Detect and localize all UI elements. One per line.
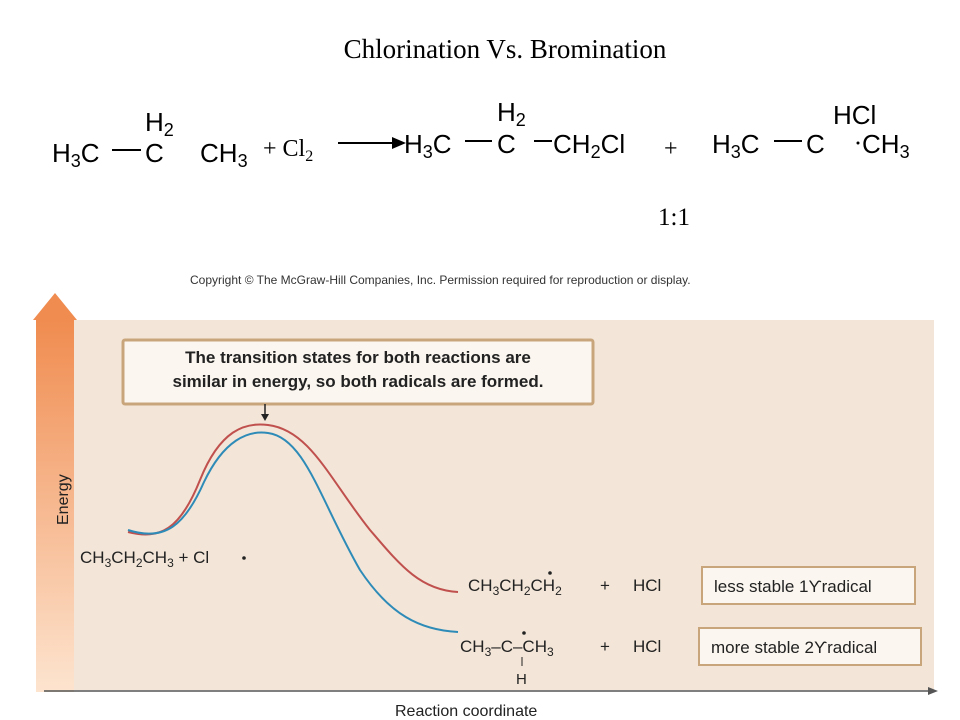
primary-hcl: HCl: [633, 576, 661, 595]
product-2-chloropropane: H3C HCl C CH3: [712, 100, 910, 162]
secondary-radical-box: [698, 627, 922, 666]
y-axis-label: Energy: [55, 474, 72, 525]
callout-line-1: The transition states for both reactions…: [185, 348, 531, 367]
callout-line-2: similar in energy, so both radicals are …: [173, 372, 544, 391]
product-ratio: 1:1: [658, 204, 690, 231]
product1-ch2cl: CH2Cl: [553, 129, 625, 162]
product2-hcl: HCl: [833, 100, 876, 130]
energy-axis-arrow-icon: [33, 293, 77, 692]
secondary-radical-text: more stable 2ϒradical: [711, 638, 877, 657]
secondary-product-label: CH3–C–CH3 H + HCl: [460, 631, 661, 688]
reactants-label: CH3CH2CH3 + Cl: [80, 548, 209, 570]
primary-radical-box: [701, 566, 916, 605]
svg-text:CH3–C–CH3: CH3–C–CH3: [460, 637, 554, 659]
secondary-h: H: [516, 671, 527, 688]
secondary-radical-curve: [127, 431, 459, 633]
reaction-arrow-icon: [338, 137, 406, 149]
product2-center-c: C: [806, 129, 825, 159]
x-axis-arrow-icon: [928, 687, 938, 695]
product1-center-c: C: [497, 129, 516, 159]
secondary-plus: +: [600, 637, 610, 656]
products-plus: +: [664, 136, 678, 162]
primary-plus: +: [600, 576, 610, 595]
callout-pointer-icon: [261, 414, 269, 421]
x-axis-label: Reaction coordinate: [395, 703, 537, 720]
slide-title: Chlorination Vs. Bromination: [343, 34, 667, 64]
secondary-hcl: HCl: [633, 637, 661, 656]
product2-h3c: H3C: [712, 129, 760, 162]
primary-radical-text: less stable 1ϒradical: [714, 577, 872, 596]
product-1-chloropropane: H3C H2 C CH2Cl: [404, 97, 625, 162]
reactant-center-c: C: [145, 138, 164, 168]
reactant-propane: H3C H2 C CH3: [52, 107, 248, 171]
primary-radical-curve: [127, 423, 459, 593]
reagent-cl2: + Cl2: [263, 136, 313, 165]
primary-product-label: CH3CH2CH2 + HCl: [468, 571, 661, 598]
svg-text:CH3CH2CH2: CH3CH2CH2: [468, 576, 562, 598]
transition-state-callout: The transition states for both reactions…: [121, 338, 595, 421]
copyright-notice: Copyright © The McGraw-Hill Companies, I…: [190, 273, 691, 287]
